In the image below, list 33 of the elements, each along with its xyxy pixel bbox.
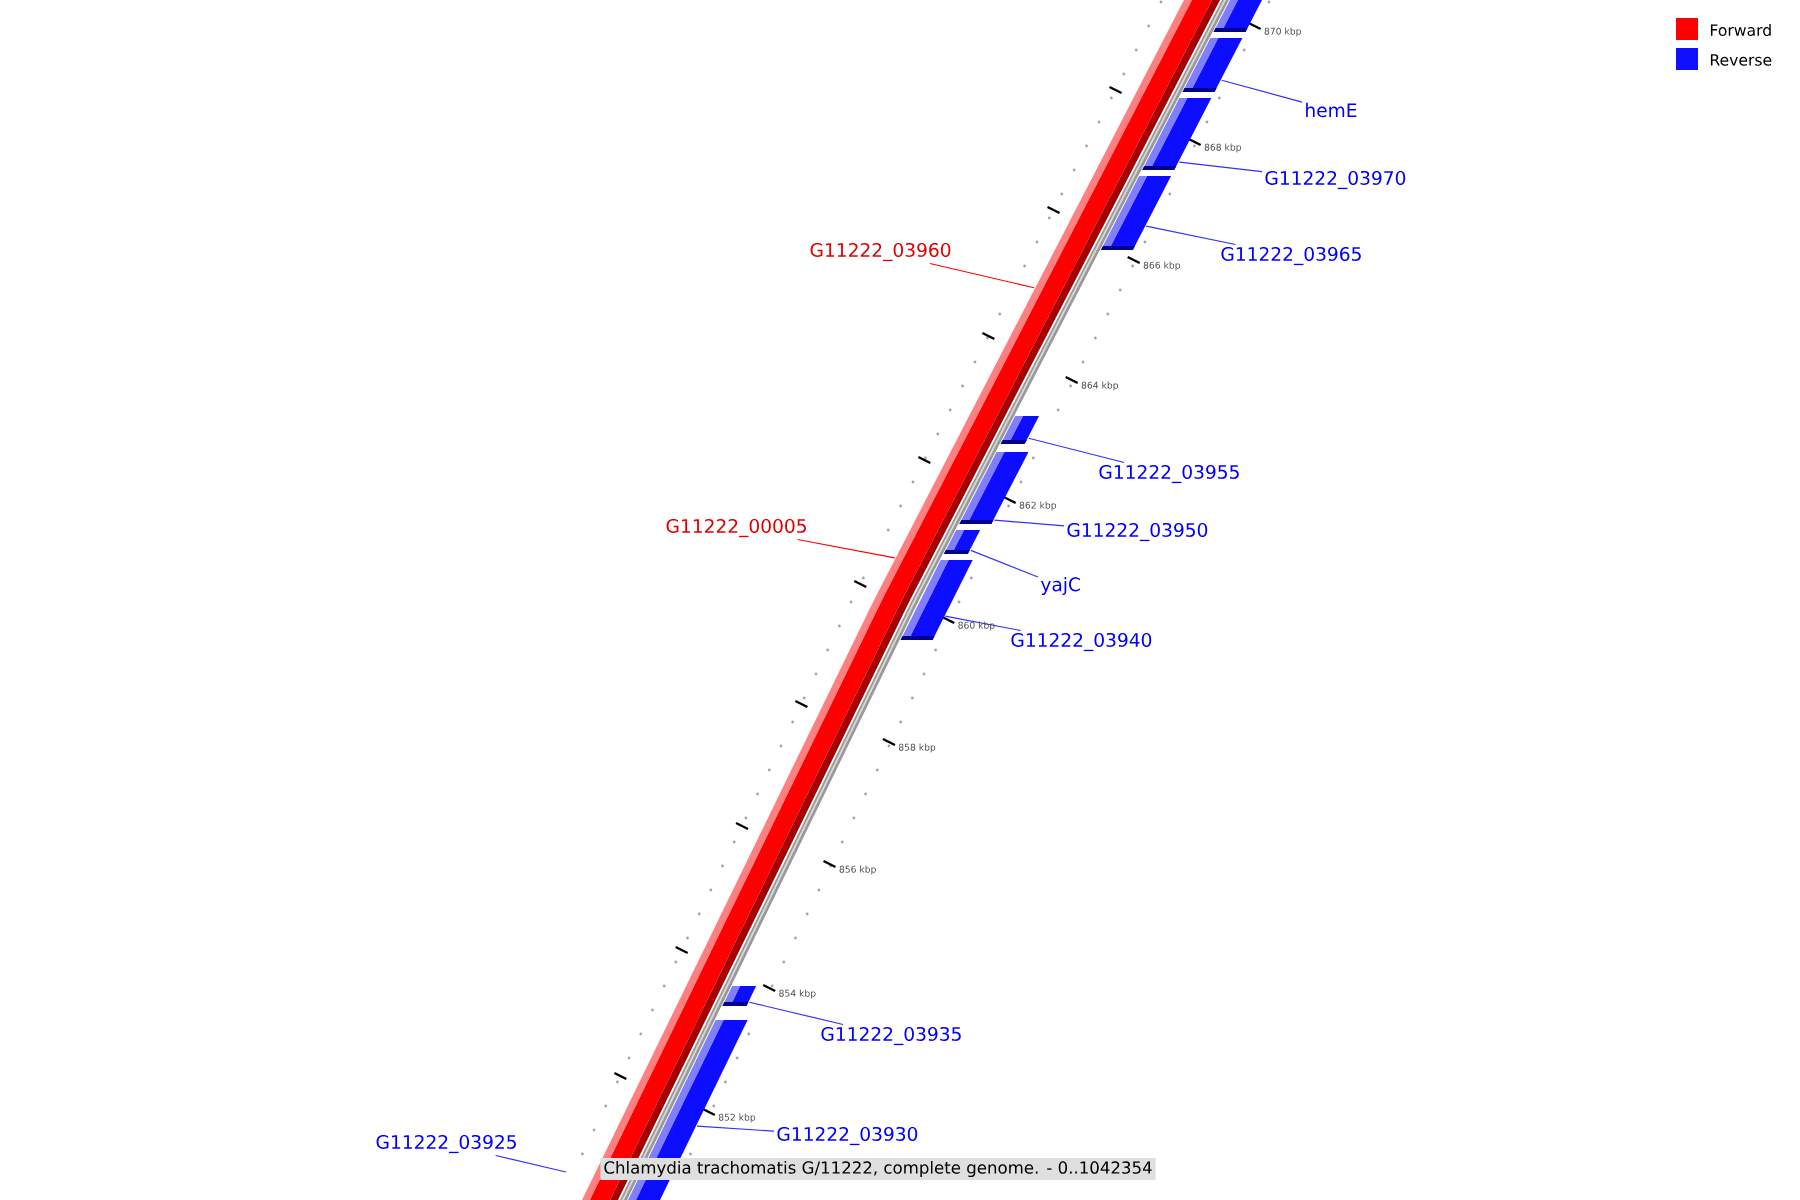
leader-line: [970, 549, 1039, 578]
leader-line: [1145, 225, 1236, 246]
caption: Chlamydia trachomatis G/11222, complete genome. - 0..1042354: [600, 1158, 1156, 1181]
gene-label: G11222_03965: [1221, 246, 1361, 266]
gene-label: G11222_03940: [1011, 632, 1152, 652]
leader-line: [944, 615, 1022, 632]
leader-line: [1221, 79, 1303, 103]
gene-label: G11222_03930: [777, 1126, 918, 1146]
leader-line: [696, 1125, 775, 1132]
gene-bar: [943, 530, 981, 554]
leader-line: [1178, 161, 1263, 173]
gene-label: G11222_03955: [1099, 464, 1239, 484]
gene-label: G11222_03935: [821, 1026, 961, 1046]
gene-bar: [1000, 416, 1040, 444]
gene-bar: [900, 560, 973, 640]
gene-label: G11222_03960: [810, 242, 951, 262]
gene-bar: [964, 0, 1224, 424]
leader-line: [495, 1154, 567, 1173]
gene-label: G11222_03950: [1067, 522, 1208, 542]
gene-label: hemE: [1306, 102, 1357, 118]
gene-bar: [722, 986, 757, 1006]
leader-line: [993, 519, 1065, 527]
gene-label: G11222_03970: [1265, 170, 1406, 190]
gene-label: G11222_03925: [376, 1134, 516, 1154]
leader-line: [1028, 437, 1125, 464]
gene-label: G11222_00005: [666, 518, 806, 538]
leader-line: [796, 538, 896, 559]
gene-label: yajC: [1040, 577, 1080, 595]
leader-line: [748, 1001, 844, 1026]
gene-bar: [1213, 0, 1266, 32]
gene-bar: [1182, 38, 1243, 92]
leader-line: [929, 262, 1035, 289]
gene-bar: [1100, 176, 1172, 250]
